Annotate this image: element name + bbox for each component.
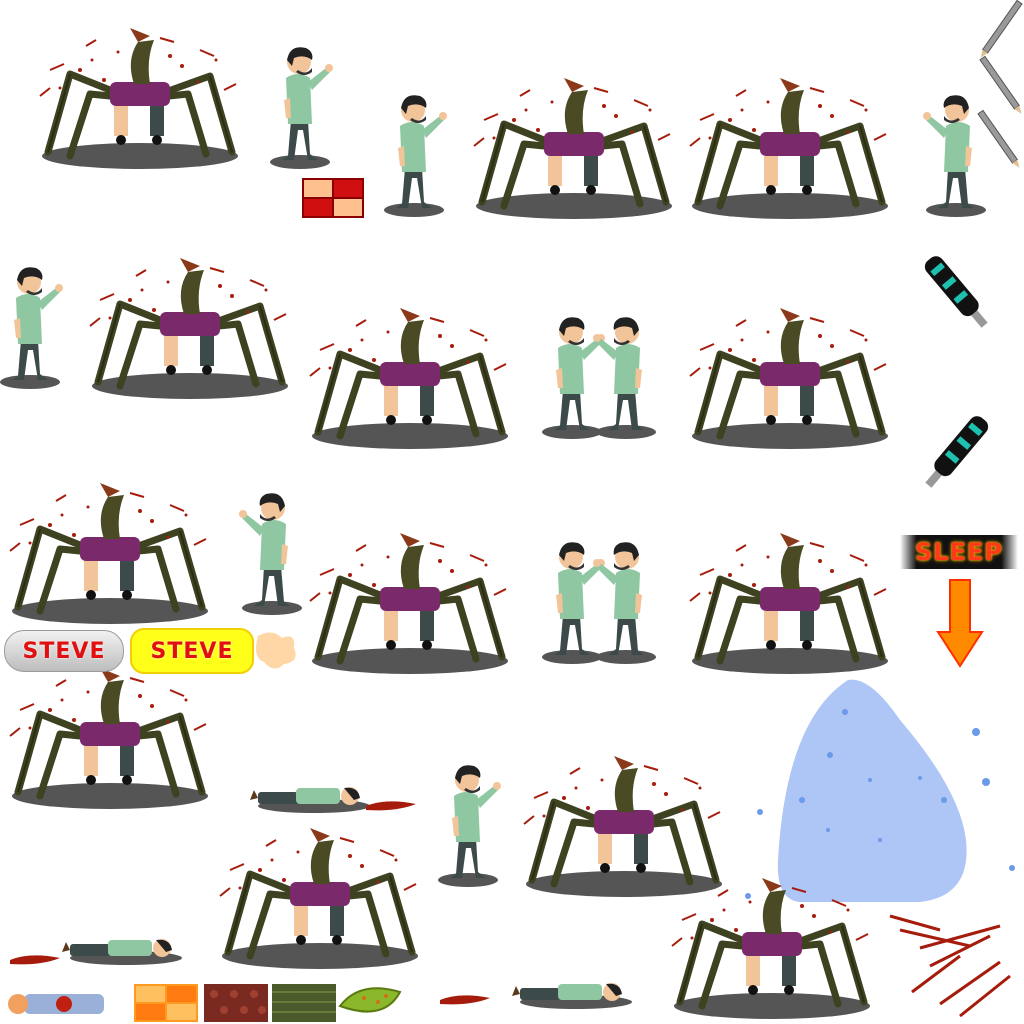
creature-sprite-eating <box>690 308 888 449</box>
sleep-label: SLEEP <box>900 535 1018 569</box>
blood-pool <box>366 801 416 811</box>
moss-tile <box>272 984 336 1022</box>
pencil-icon <box>977 0 1023 61</box>
blood-pool <box>10 955 60 965</box>
creature-sprite-grab <box>10 668 208 809</box>
creature-sprite-eating <box>310 308 508 449</box>
water-blob <box>745 679 1015 902</box>
steve-dead-sprite <box>512 983 632 1009</box>
pencil-icon <box>979 55 1024 117</box>
diver-sprite <box>924 256 988 328</box>
steve-sprite <box>239 493 302 615</box>
steve-label-active: STEVE <box>130 628 254 674</box>
creature-sprite-eating <box>10 483 208 624</box>
flesh-tile <box>204 984 268 1022</box>
creature-sprite-eating <box>690 533 888 674</box>
creature-sprite-attack <box>40 28 238 169</box>
blood-pool <box>440 995 490 1005</box>
steve-sprite <box>270 47 333 169</box>
steve-portrait-tile <box>4 988 128 1022</box>
creature-sprite-eating <box>690 78 888 219</box>
steve-dead-sprite <box>62 939 182 965</box>
creature-sprite-eating <box>90 258 288 399</box>
creature-sprite-eating <box>524 756 722 897</box>
down-arrow-icon <box>936 579 984 668</box>
steve-sprite <box>0 267 63 389</box>
steve-dead-sprite <box>250 787 370 813</box>
blood-streaks <box>889 914 1011 1018</box>
steve-sprite <box>384 95 447 217</box>
fire-tile <box>302 178 364 218</box>
orange-tile <box>134 984 198 1022</box>
diver-sprite <box>925 416 989 488</box>
creature-sprite-eating <box>310 533 508 674</box>
creature-sprite-eating <box>474 78 672 219</box>
orange-splat <box>256 632 296 669</box>
leaf-sprite <box>338 987 402 1013</box>
steve-sprite <box>438 765 501 887</box>
pencil-icon <box>977 109 1023 171</box>
steve-label-inactive: STEVE <box>4 630 124 672</box>
creature-sprite-grab <box>220 828 418 969</box>
steve-sprite <box>923 95 986 217</box>
